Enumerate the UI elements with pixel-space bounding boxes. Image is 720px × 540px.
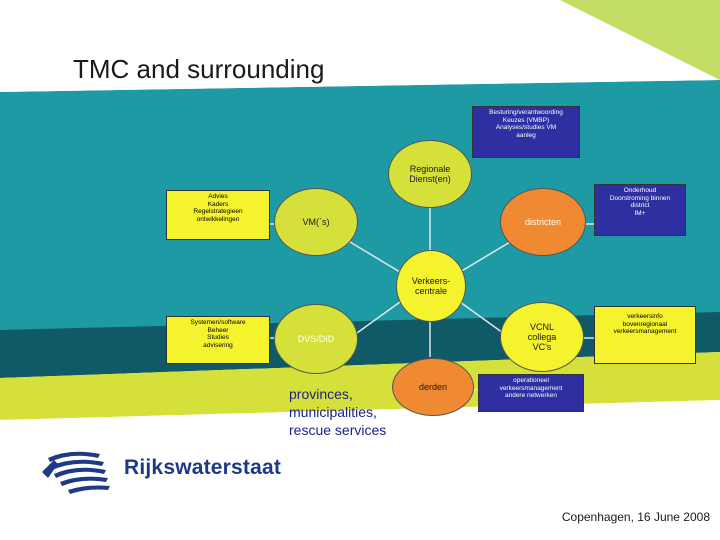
- box-bottom-line-2: verkeersmanagement: [499, 384, 563, 392]
- box-right-bottom: verkeersinfo bovenregionaal verkeersmana…: [594, 306, 696, 364]
- box-right-bottom-line-2: bovenregionaal: [622, 320, 668, 328]
- box-right-top-line-2: Doorstroming binnen: [609, 194, 671, 202]
- node-derden: derden: [392, 358, 474, 416]
- box-top-line-3: Analyses/studies VM: [495, 124, 557, 131]
- node-vm-line-1: VM(`s): [302, 217, 330, 227]
- box-left-top: Advies Kaders Regelstrategieen ontwikkel…: [166, 190, 270, 240]
- node-dvs-line-1: DVS/DID: [297, 334, 335, 344]
- box-right-top-line-3: district: [630, 202, 650, 209]
- node-regionale-dienst: Regionale Dienst(en): [388, 140, 472, 208]
- node-vcnl-line-2: collega: [527, 332, 557, 342]
- box-top-line-2: Keuzes (VMBP): [502, 116, 550, 124]
- box-right-top-line-4: IM+: [634, 209, 646, 217]
- rijkswaterstaat-logo-icon: [42, 451, 110, 494]
- extra-line-3: rescue services: [289, 422, 387, 438]
- box-left-top-line-2: Kaders: [207, 200, 229, 208]
- node-verkeerscentrale: Verkeers- centrale: [396, 250, 466, 322]
- box-top-line-1: Besturing/verantwoording: [489, 109, 563, 116]
- box-left-bottom-line-1: Systemen/software: [190, 319, 246, 326]
- box-bottom-line-1: operationeel: [513, 377, 549, 384]
- extra-parties-text: provinces, municipalities, rescue servic…: [289, 385, 386, 439]
- box-left-bottom-line-2: Beheer: [207, 326, 229, 334]
- node-districten: districten: [500, 188, 586, 256]
- box-left-top-line-3: Regelstrategieen: [193, 208, 243, 215]
- box-top: Besturing/verantwoording Keuzes (VMBP) A…: [472, 106, 580, 158]
- node-dvs-did: DVS/DID: [274, 304, 358, 374]
- node-regionale-line-2: Dienst(en): [409, 174, 451, 184]
- node-vcnl-line-3: VC's: [532, 342, 552, 352]
- node-districten-line-1: districten: [524, 217, 561, 227]
- extra-line-1: provinces,: [289, 386, 353, 402]
- white-lower: [0, 400, 720, 540]
- box-right-bottom-line-1: verkeersinfo: [627, 313, 663, 320]
- box-top-line-4: aanleg: [516, 131, 536, 139]
- extra-line-2: municipalities,: [289, 404, 377, 420]
- footer-date: Copenhagen, 16 June 2008: [561, 510, 710, 524]
- node-vm: VM(`s): [274, 188, 358, 256]
- slide-title: TMC and surrounding: [73, 54, 325, 84]
- node-vcnl: VCNL collega VC's: [500, 302, 584, 372]
- node-verkeerscentrale-line-1: Verkeers-: [411, 276, 451, 286]
- box-bottom-line-3: andere netwerken: [504, 392, 558, 399]
- box-right-bottom-line-3: verkeersmanagement: [613, 328, 677, 335]
- node-vcnl-line-1: VCNL: [529, 322, 554, 332]
- green-accent-top: [560, 0, 720, 80]
- box-right-top: Onderhoud Doorstroming binnen district I…: [594, 184, 686, 236]
- node-regionale-line-1: Regionale: [409, 164, 451, 174]
- node-verkeerscentrale-line-2: centrale: [414, 286, 447, 296]
- box-left-bottom-line-4: advisering: [203, 341, 233, 349]
- node-derden-line-1: derden: [418, 382, 448, 392]
- box-left-top-line-4: ontwikkelingen: [196, 215, 240, 223]
- box-left-top-line-1: Advies: [208, 193, 228, 200]
- box-right-top-line-1: Onderhoud: [623, 187, 657, 194]
- tmc-diagram: Besturing/verantwoording Keuzes (VMBP) A…: [160, 102, 700, 416]
- brand-name: Rijkswaterstaat: [124, 456, 282, 479]
- box-bottom: operationeel verkeersmanagement andere n…: [478, 374, 584, 412]
- box-left-bottom-line-3: Studies: [207, 334, 229, 341]
- top-white-curve: [0, 0, 720, 92]
- box-left-bottom: Systemen/software Beheer Studies adviser…: [166, 316, 270, 364]
